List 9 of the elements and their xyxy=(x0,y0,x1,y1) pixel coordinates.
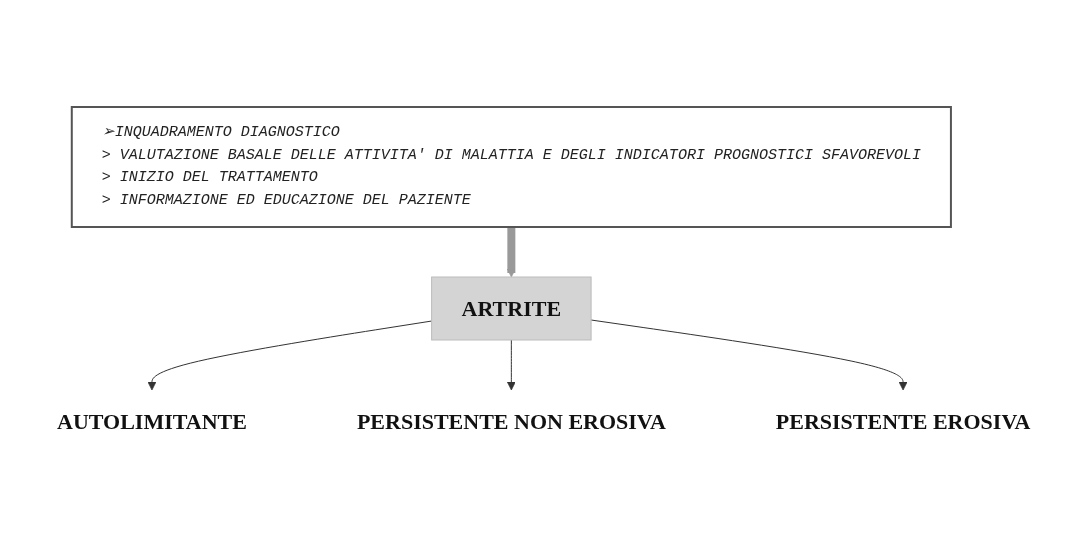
node-text: PERSISTENTE EROSIVA xyxy=(775,409,1031,434)
node-text: AUTOLIMITANTE xyxy=(56,409,247,434)
arrow xyxy=(590,319,908,391)
node-box xyxy=(70,106,952,228)
arrow xyxy=(147,320,432,391)
node-box xyxy=(430,276,592,341)
arrow xyxy=(506,339,516,391)
arrow xyxy=(506,227,516,278)
node-text: PERSISTENTE NON EROSIVA xyxy=(356,409,666,434)
